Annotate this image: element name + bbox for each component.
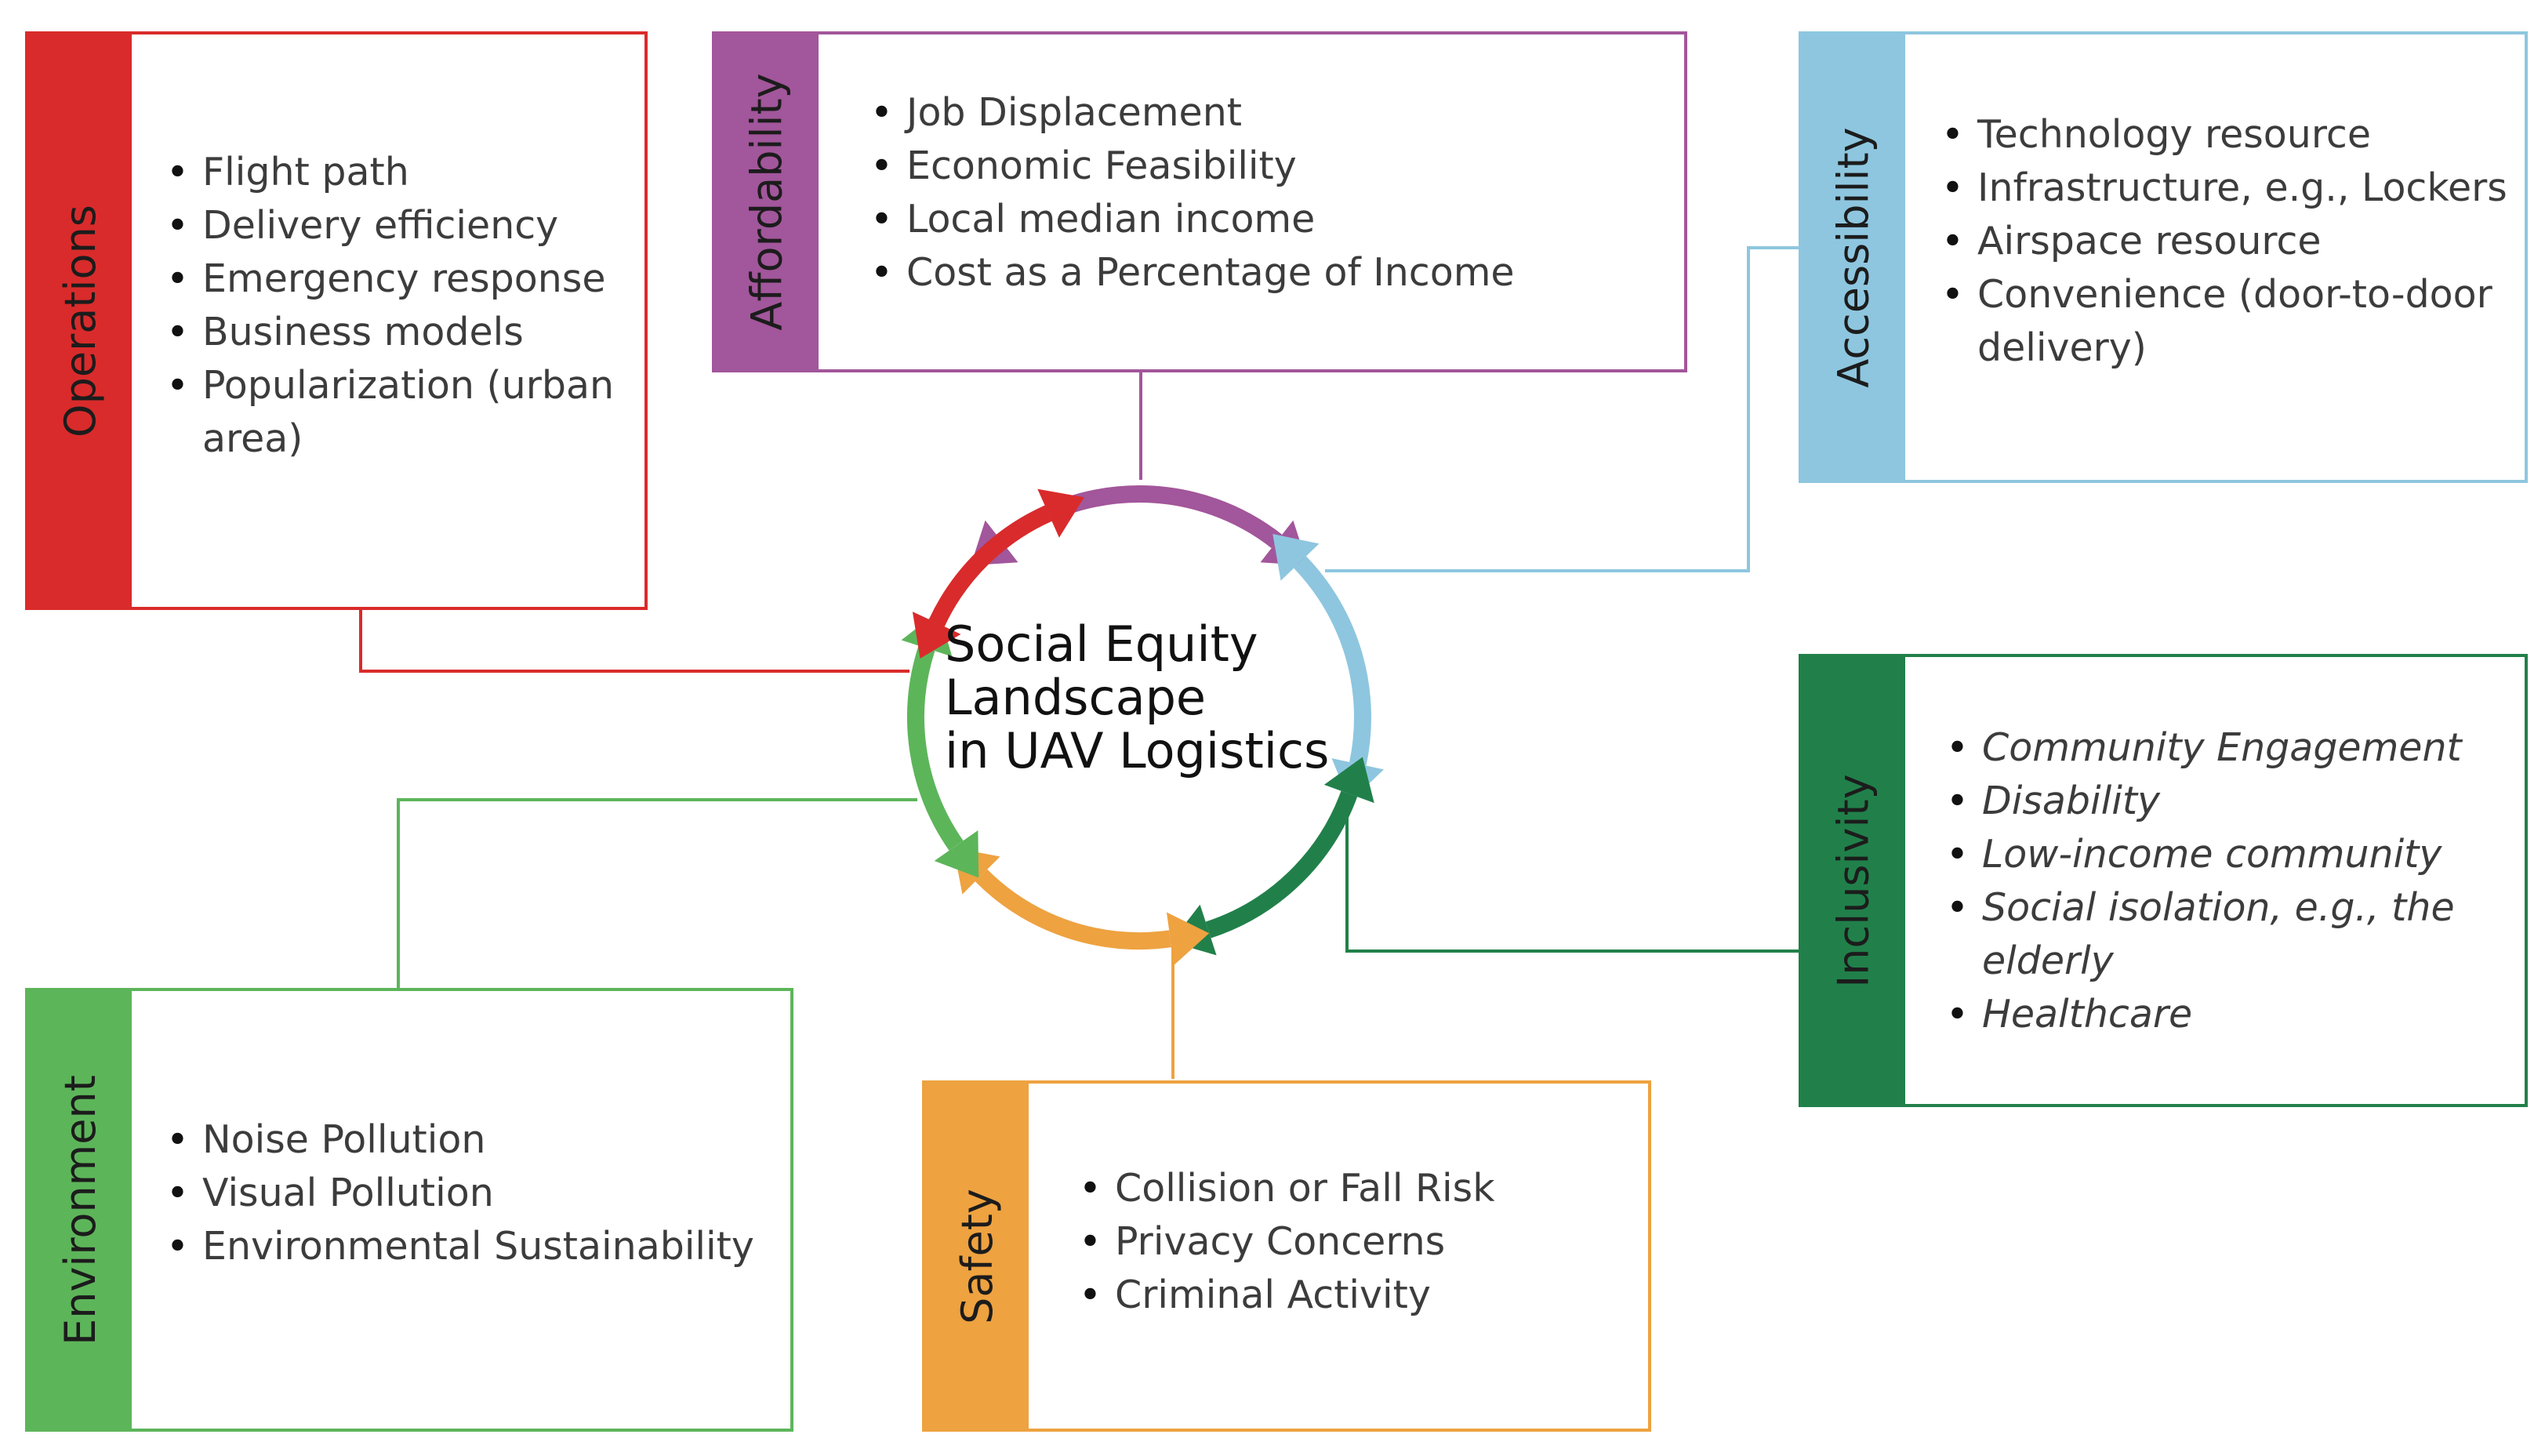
safety-list: Collision or Fall Risk Privacy Concerns … [1079,1162,1632,1322]
list-item: Community Engagement [1946,721,2514,775]
center-title-line3: in UAV Logistics [945,722,1330,779]
environment-list: Noise Pollution Visual Pollution Environ… [166,1113,782,1273]
operations-connector [359,608,909,673]
safety-tab: Safety [925,1084,1029,1429]
affordability-list: Job Displacement Economic Feasibility Lo… [870,86,1668,300]
operations-tab: Operations [28,34,132,607]
environment-arrowhead-start [934,830,979,878]
accessibility-arrowhead-start [1272,534,1320,581]
list-item: Economic Feasibility [870,140,1668,193]
list-item: Delivery efficiency [166,199,630,252]
list-item: Social isolation, e.g., the elderly [1946,881,2514,988]
environment-cycle-arc [907,645,964,851]
accessibility-title: Accessibility [1828,126,1879,388]
affordability-box: Affordability Job Displacement Economic … [712,31,1687,372]
center-title-line2: Landscape [945,669,1207,726]
cycle-arrows [901,485,1385,965]
accessibility-box: Accessibility Technology resource Infras… [1799,31,2528,483]
operations-title: Operations [55,204,105,438]
list-item: Local median income [870,193,1668,246]
list-item: Business models [166,306,630,359]
inclusivity-list: Community Engagement Disability Low-inco… [1946,721,2514,1041]
list-item: Healthcare [1946,988,2514,1041]
list-item: Popularization (urban area) [166,359,630,466]
list-item: Emergency response [166,252,630,306]
safety-arrowhead-start [1166,912,1210,965]
list-item: Disability [1946,775,2514,828]
inclusivity-tab: Inclusivity [1802,657,1905,1104]
inclusivity-arrowhead-start [1323,757,1374,804]
list-item: Privacy Concerns [1079,1215,1632,1269]
inclusivity-cycle-arc [1205,790,1358,939]
list-item: Visual Pollution [166,1167,782,1220]
center-title-line1: Social Equity [945,615,1258,673]
environment-box: Environment Noise Pollution Visual Pollu… [25,988,793,1432]
accessibility-cycle-arc [1294,556,1371,766]
environment-tab: Environment [28,991,132,1429]
list-item: Environmental Sustainability [166,1220,782,1273]
list-item: Noise Pollution [166,1113,782,1167]
safety-title: Safety [952,1188,1002,1324]
affordability-title: Affordability [742,73,792,331]
environment-connector [397,798,917,989]
accessibility-tab: Accessibility [1802,34,1905,480]
inclusivity-title: Inclusivity [1828,773,1879,988]
operations-arrowhead-end [1037,488,1084,538]
environment-title: Environment [55,1074,105,1345]
list-item: Criminal Activity [1079,1269,1632,1322]
list-item: Cost as a Percentage of Income [870,246,1668,300]
inclusivity-connector [1345,808,1800,953]
inclusivity-box: Inclusivity Community Engagement Disabil… [1799,654,2528,1107]
list-item: Infrastructure, e.g., Lockers [1941,162,2514,215]
list-item: Airspace resource [1941,215,2514,268]
list-item: Technology resource [1941,108,2514,162]
affordability-tab: Affordability [715,34,819,369]
safety-box: Safety Collision or Fall Risk Privacy Co… [922,1080,1651,1432]
accessibility-list: Technology resource Infrastructure, e.g.… [1941,108,2514,375]
safety-cycle-arc [975,869,1172,949]
list-item: Convenience (door-to-door delivery) [1941,268,2514,375]
operations-cycle-arc [928,505,1052,627]
operations-box: Operations Flight path Delivery efficien… [25,31,648,610]
accessibility-connector [1325,246,1802,572]
list-item: Collision or Fall Risk [1079,1162,1632,1215]
operations-arrowhead-start [912,612,961,659]
center-title: Social Equity Landscape in UAV Logistics [945,618,1329,778]
operations-list: Flight path Delivery efficiency Emergenc… [166,146,630,466]
list-item: Low-income community [1946,828,2514,881]
list-item: Job Displacement [870,86,1668,140]
list-item: Flight path [166,146,630,199]
